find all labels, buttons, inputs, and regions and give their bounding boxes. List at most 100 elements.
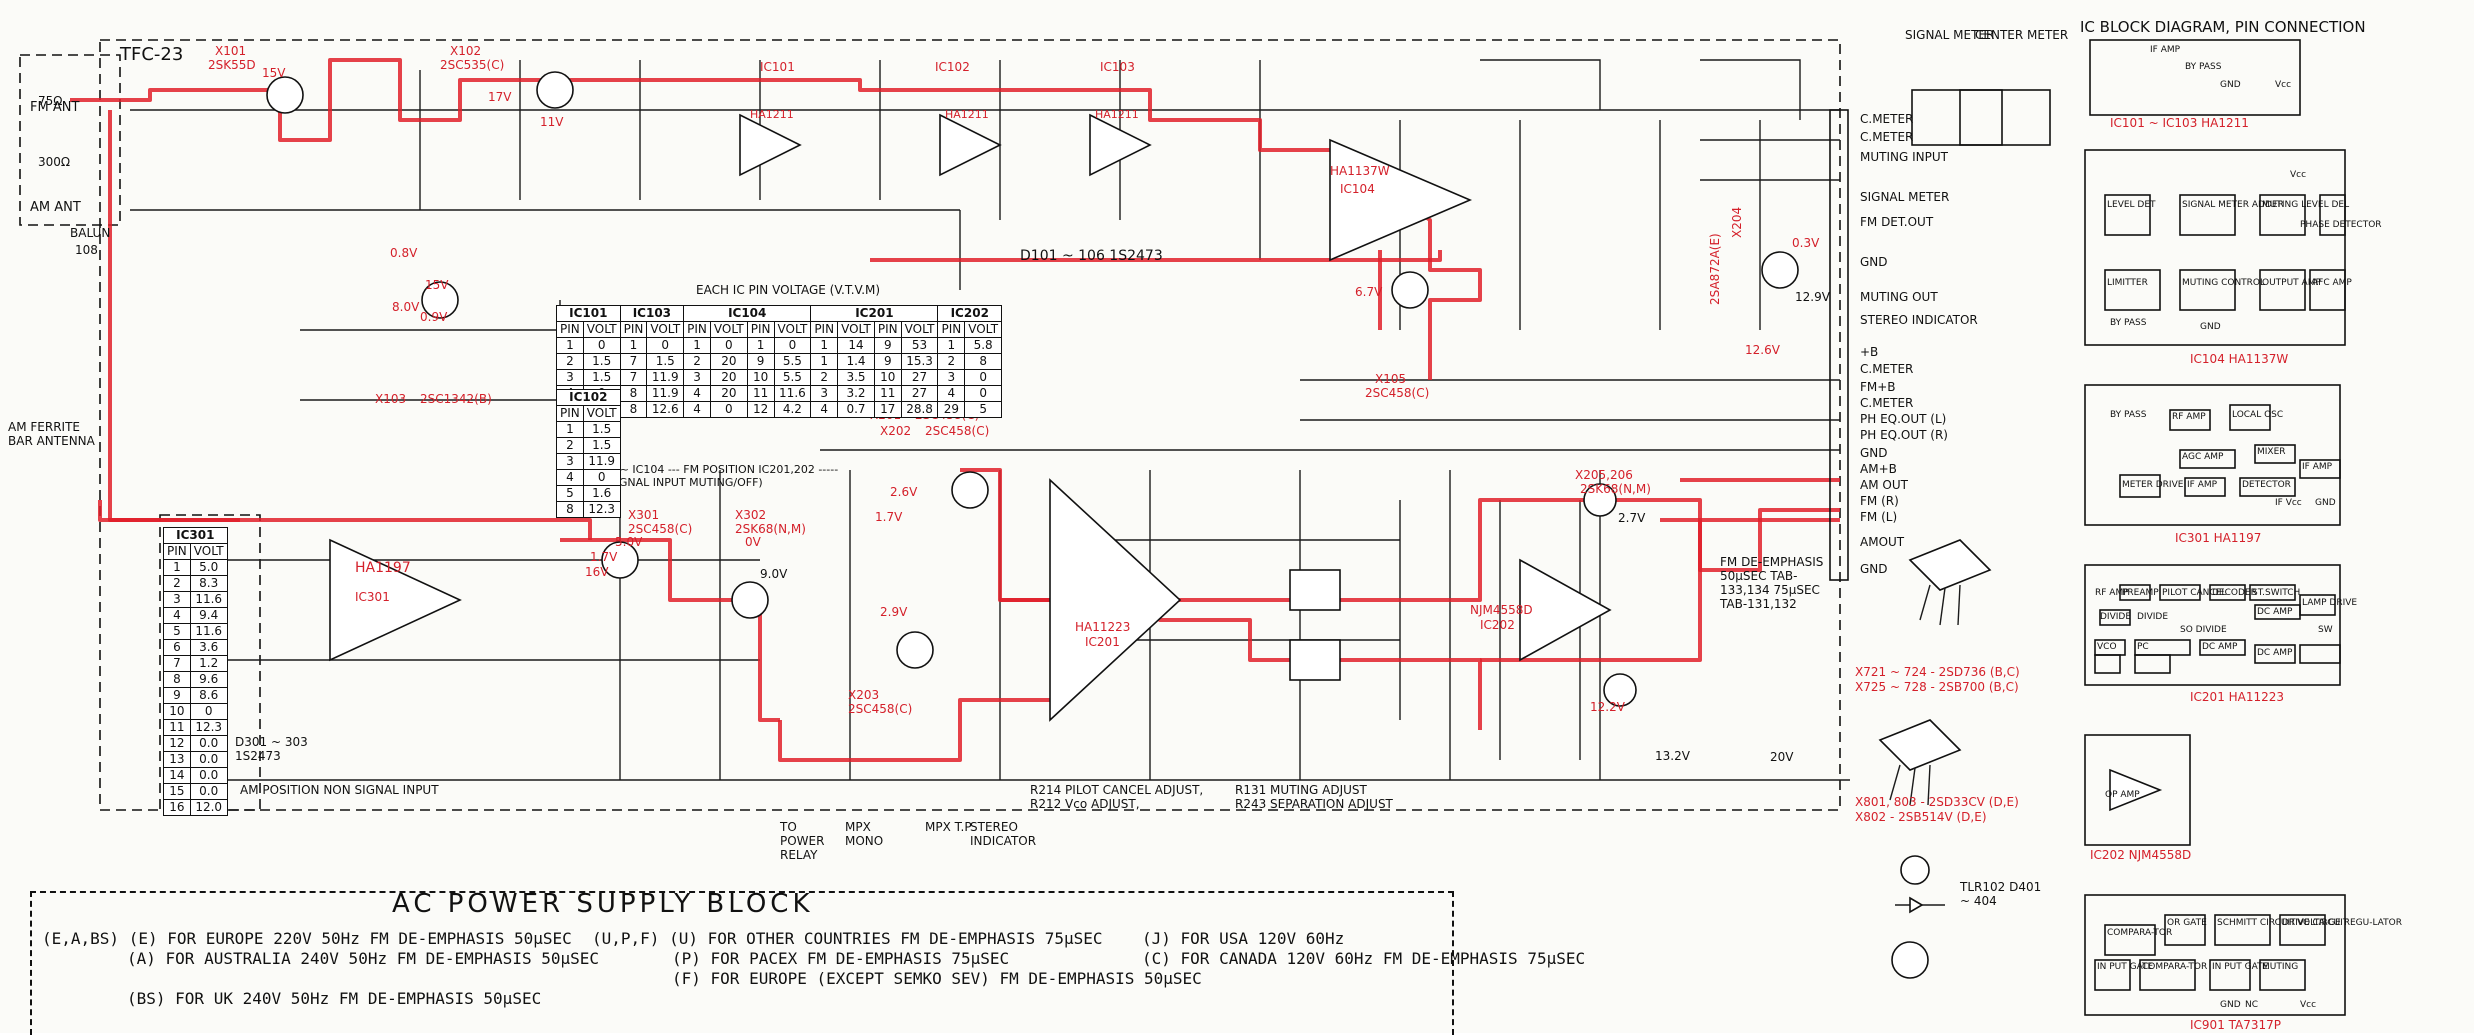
ic-part: HA1197 — [355, 560, 411, 576]
table-cell: 2 — [556, 437, 584, 454]
table-cell: 53 — [900, 337, 939, 354]
ic-block-label: BY PASS — [2185, 62, 2222, 72]
table-cell: 1.5 — [582, 421, 621, 438]
ic-block-label: SO DIVIDE — [2180, 625, 2227, 635]
table-cell: 5 — [556, 485, 584, 502]
table-cell: 20 — [709, 353, 748, 370]
table-cell: 11.6 — [189, 623, 228, 640]
am-ferrite-label: AM FERRITE BAR ANTENNA — [8, 420, 95, 448]
table-subheader: VOLT — [837, 321, 875, 338]
vco-adjust-note: R212 Vco ADJUST, — [1030, 797, 1140, 811]
transistor-note-4: X802 - 2SB514V (D,E) — [1855, 810, 1987, 824]
fm-deemphasis-label: FM DE-EMPHASIS 50μSEC TAB-133,134 75μSEC… — [1720, 555, 1824, 611]
voltage-label: 13.2V — [1655, 749, 1690, 763]
board-title: TFC-23 — [120, 44, 184, 65]
voltage-label: 5.0V — [615, 535, 643, 549]
connector-pin-label: STEREO INDICATOR — [1860, 313, 1978, 327]
transistor-label: X202 — [880, 424, 912, 438]
ic-block-label: GND — [2200, 322, 2221, 332]
table-cell: 28.8 — [900, 401, 939, 418]
table-cell: 11 — [163, 719, 191, 736]
table-cell: 12.6 — [646, 401, 685, 418]
connector-pin-label: +B — [1860, 345, 1879, 359]
table-cell: 9.4 — [189, 607, 228, 624]
connector-pin-label: GND — [1860, 255, 1888, 269]
table-cell: 3 — [937, 369, 966, 386]
ohm75-label: 75Ω — [38, 94, 63, 108]
ic-block-label: MIXER — [2257, 447, 2286, 457]
ic-block-name: IC901 TA7317P — [2190, 1018, 2282, 1032]
table-cell: 11 — [873, 385, 902, 402]
table-cell: 1 — [810, 353, 839, 370]
ac-power-line: (BS) FOR UK 240V 50Hz FM DE-EMPHASIS 50μ… — [127, 989, 542, 1008]
transistor-part: 2SA872A(E) — [1708, 233, 1722, 305]
voltage-label: 17V — [488, 90, 512, 104]
table-cell: 3.2 — [837, 385, 875, 402]
table-cell: 2 — [556, 353, 584, 370]
ic-block-label: PHASE DETECTOR — [2300, 220, 2382, 230]
connector-strip — [1829, 109, 1849, 581]
voltage-label: 0.8V — [390, 246, 418, 260]
connector-pin-label: C.METER — [1860, 396, 1914, 410]
table-cell: 1.5 — [582, 437, 621, 454]
ic-block-label: DIVIDE — [2100, 612, 2132, 622]
voltage-label: 6.7V — [1355, 285, 1383, 299]
ic-block-label: LOCAL OSC — [2232, 410, 2284, 420]
table-cell: 20 — [709, 369, 748, 386]
table-cell: 5.5 — [773, 353, 812, 370]
table-header: IC201 — [810, 305, 939, 322]
table-cell: 14 — [837, 337, 875, 354]
connector-pin-label: GND — [1860, 446, 1888, 460]
transistor-label: X301 — [628, 508, 660, 522]
table-cell: 0.7 — [837, 401, 875, 418]
voltage-label: 0.3V — [1792, 236, 1820, 250]
ic-pin-table-caption: EACH IC PIN VOLTAGE (V.T.V.M) — [696, 283, 881, 297]
transistor-part: 2SC458(C) — [925, 424, 990, 438]
table-header: PIN — [556, 405, 584, 422]
ic201-block — [2084, 564, 2341, 686]
table-cell: 15 — [163, 783, 191, 800]
transistor-part: 2SC458(C) — [628, 522, 693, 536]
x203-symbol — [896, 631, 934, 669]
table-subheader: PIN — [937, 321, 966, 338]
table-cell: 6 — [163, 639, 191, 656]
voltage-label: 12.9V — [1795, 290, 1830, 304]
table-subheader: PIN — [556, 321, 584, 338]
table-header: PIN — [163, 543, 191, 560]
table-cell: 2 — [937, 353, 966, 370]
table-subheader: PIN — [873, 321, 902, 338]
am-position-note: AM POSITION NON SIGNAL INPUT — [240, 783, 439, 797]
ic-block-label: GND — [2220, 1000, 2241, 1010]
table-cell: 7 — [619, 369, 648, 386]
ic104-symbol — [1329, 138, 1473, 262]
ic-label: IC102 — [935, 60, 970, 74]
transistor-label: X302 — [735, 508, 767, 522]
d301-note: D301 ~ 303 1S2473 — [235, 735, 308, 763]
ohm300-label: 300Ω — [38, 155, 71, 169]
table-cell: 11.9 — [646, 385, 685, 402]
ic-block-label: Vcc — [2275, 80, 2292, 90]
ic-block-label: IF AMP — [2150, 45, 2181, 55]
ic-block-label: PREAMP — [2122, 588, 2159, 598]
ic104-block — [2084, 149, 2346, 346]
ic-block-label: OP AMP — [2105, 790, 2140, 800]
table-cell: 1 — [810, 337, 839, 354]
table-cell: 11 — [746, 385, 775, 402]
ac-power-line: (U,P,F) (U) FOR OTHER COUNTRIES FM DE-EM… — [592, 929, 1103, 948]
table-cell: 1 — [746, 337, 775, 354]
ic-block-label: BY PASS — [2110, 410, 2147, 420]
table-cell: 7 — [619, 353, 648, 370]
voltage-label: 0V — [745, 535, 761, 549]
